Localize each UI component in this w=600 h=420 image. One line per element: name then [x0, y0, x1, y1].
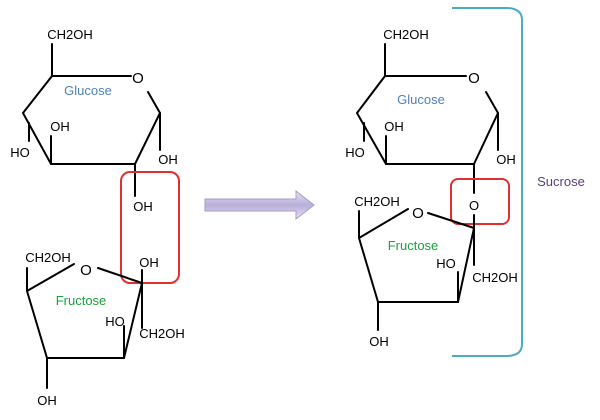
right-fructose-c4-oh-label: OH: [369, 334, 389, 349]
left-glucose-ring-oxygen: O: [132, 70, 144, 87]
left-fructose-ch2oh-label: CH2OH: [25, 250, 71, 265]
right-glucose-ring-bonds: [356, 75, 499, 165]
left-reacting-oh-highlight: [120, 171, 180, 284]
right-fructose-c3-oh-label: HO: [436, 256, 456, 271]
sucrose-bracket: [452, 7, 523, 357]
right-glucose-name: Glucose: [397, 92, 445, 107]
left-glucose-c4-oh-label: OH: [50, 119, 70, 134]
left-fructose-c2-oh-label: OH: [139, 255, 159, 270]
right-fructose-ch2oh-label: CH2OH: [354, 194, 400, 209]
right-glucose-c4-oh-label: OH: [384, 119, 404, 134]
right-glucose-ch2oh-label: CH2OH: [383, 27, 429, 42]
right-fructose-name: Fructose: [388, 238, 439, 253]
left-glucose-molecule: CH2OH O Glucose OH HO OH OH: [10, 27, 178, 214]
left-glucose-ch2oh-label: CH2OH: [47, 27, 93, 42]
right-glucose-c2-oh-label: OH: [496, 152, 516, 167]
left-glucose-name: Glucose: [64, 83, 112, 98]
left-fructose-name: Fructose: [56, 293, 107, 308]
left-glucose-c3-oh-label: HO: [10, 145, 30, 160]
left-fructose-c3-oh-label: HO: [105, 314, 125, 329]
right-glucose-molecule: CH2OH O Glucose OH HO OH: [345, 27, 516, 194]
left-fructose-ring-oxygen: O: [80, 262, 92, 279]
left-glucose-c2-oh-label: OH: [133, 199, 153, 214]
right-fructose-ring-oxygen: O: [412, 205, 424, 222]
sucrose-label: Sucrose: [537, 174, 585, 189]
left-fructose-molecule: CH2OH O OH Fructose HO CH2OH OH: [25, 250, 185, 408]
right-fructose-c1-ch2oh-label: CH2OH: [472, 270, 518, 285]
glycosidic-oxygen-highlight: [450, 178, 510, 225]
right-glucose-c3-oh-label: HO: [345, 145, 365, 160]
left-fructose-c4-oh-label: OH: [37, 393, 57, 408]
right-fructose-molecule: CH2OH O Fructose HO CH2OH OH: [354, 194, 518, 349]
left-glucose-c1-oh-label: OH: [158, 152, 178, 167]
right-fructose-ring-bonds: [358, 208, 475, 303]
reaction-arrow: [204, 189, 315, 221]
glycosidic-oxygen-label: O: [469, 198, 479, 213]
right-glucose-ring-oxygen: O: [468, 70, 480, 87]
left-fructose-c1-ch2oh-label: CH2OH: [139, 326, 185, 341]
left-fructose-ring-bonds: [26, 263, 143, 359]
